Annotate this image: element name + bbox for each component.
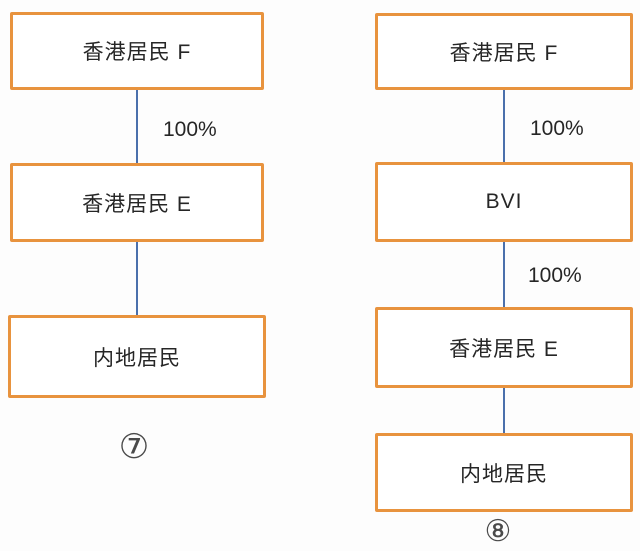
diagram-caption-7: ⑦	[118, 427, 150, 467]
node-label: 香港居民 F	[82, 41, 192, 64]
node-hk-resident-f: 香港居民 F	[10, 12, 264, 90]
node-hk-resident-f: 香港居民 F	[375, 13, 633, 90]
connector-line	[503, 388, 505, 433]
edge-label-ownership-percent: 100%	[530, 117, 584, 140]
connector-line	[136, 90, 138, 163]
node-hk-resident-e: 香港居民 E	[375, 307, 633, 388]
node-hk-resident-e: 香港居民 E	[10, 163, 264, 242]
edge-label-ownership-percent: 100%	[528, 264, 582, 287]
node-label: 内地居民	[460, 462, 548, 486]
node-label: 香港居民 F	[449, 41, 559, 65]
node-label: 内地居民	[93, 346, 181, 370]
node-label: 香港居民 E	[449, 337, 559, 361]
connector-line	[136, 242, 138, 315]
node-label: BVI	[485, 190, 523, 213]
node-label: 香港居民 E	[82, 192, 192, 216]
diagram-caption-8: ⑧	[484, 514, 512, 549]
node-bvi: BVI	[375, 162, 633, 242]
node-mainland-resident: 内地居民	[375, 433, 633, 512]
connector-line	[503, 90, 505, 162]
edge-label-ownership-percent: 100%	[163, 118, 217, 141]
node-mainland-resident: 内地居民	[8, 315, 266, 398]
connector-line	[503, 242, 505, 307]
